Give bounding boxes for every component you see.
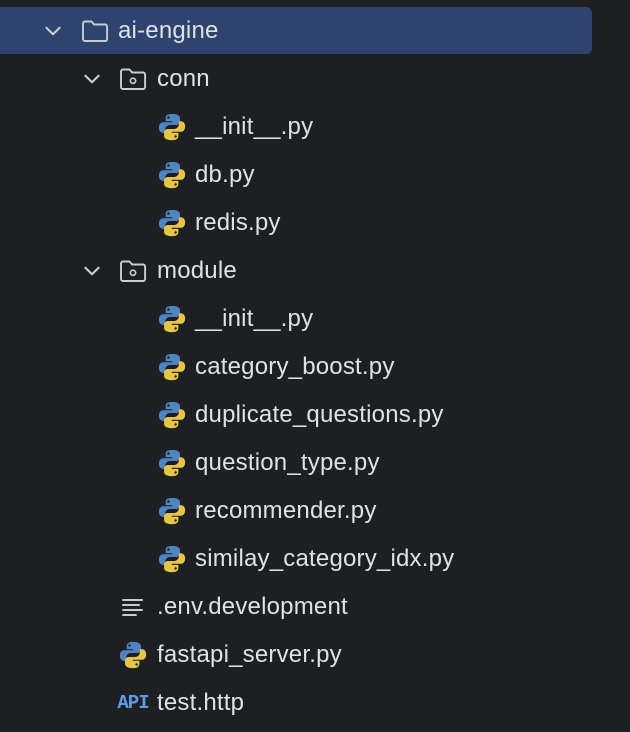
python-file-icon — [157, 448, 187, 478]
python-file-icon — [157, 160, 187, 190]
tree-row-label: .env.development — [157, 593, 348, 620]
tree-row-similay-category-idx[interactable]: similay_category_idx.py — [0, 535, 630, 583]
tree-row-label: category_boost.py — [195, 353, 395, 380]
tree-row-label: ai-engine — [118, 17, 219, 44]
python-file-icon — [157, 304, 187, 334]
tree-row-conn[interactable]: conn — [0, 55, 630, 103]
tree-row-label: fastapi_server.py — [157, 641, 342, 668]
tree-row-label: __init__.py — [195, 113, 314, 140]
tree-row-label: __init__.py — [195, 305, 314, 332]
python-file-icon — [157, 496, 187, 526]
tree-row-label: db.py — [195, 161, 255, 188]
python-file-icon — [157, 544, 187, 574]
tree-row-label: question_type.py — [195, 449, 380, 476]
folder-icon — [80, 16, 110, 46]
tree-row-question-type[interactable]: question_type.py — [0, 439, 630, 487]
python-file-icon — [157, 208, 187, 238]
tree-row-test-http[interactable]: API test.http — [0, 679, 630, 727]
tree-row-env-development[interactable]: .env.development — [0, 583, 630, 631]
tree-row-module[interactable]: module — [0, 247, 630, 295]
tree-row-recommender[interactable]: recommender.py — [0, 487, 630, 535]
chevron-down-icon[interactable] — [42, 20, 64, 42]
tree-row-module-init[interactable]: __init__.py — [0, 295, 630, 343]
tree-row-label: module — [157, 257, 237, 284]
tree-row-label: conn — [157, 65, 210, 92]
tree-row-db[interactable]: db.py — [0, 151, 630, 199]
tree-row-category-boost[interactable]: category_boost.py — [0, 343, 630, 391]
tree-row-redis[interactable]: redis.py — [0, 199, 630, 247]
chevron-down-icon[interactable] — [81, 68, 103, 90]
tree-row-fastapi-server[interactable]: fastapi_server.py — [0, 631, 630, 679]
python-file-icon — [157, 112, 187, 142]
tree-row-duplicate-questions[interactable]: duplicate_questions.py — [0, 391, 630, 439]
tree-row-label: similay_category_idx.py — [195, 545, 455, 572]
python-file-icon — [157, 352, 187, 382]
tree-row-label: test.http — [157, 689, 245, 716]
chevron-down-icon[interactable] — [81, 260, 103, 282]
tree-row-conn-init[interactable]: __init__.py — [0, 103, 630, 151]
python-file-icon — [118, 640, 148, 670]
package-folder-icon — [118, 256, 148, 286]
package-folder-icon — [118, 64, 148, 94]
tree-row-ai-engine[interactable]: ai-engine — [0, 7, 630, 55]
python-file-icon — [157, 400, 187, 430]
tree-row-label: recommender.py — [195, 497, 377, 524]
api-file-icon: API — [117, 692, 149, 714]
tree-row-label: duplicate_questions.py — [195, 401, 444, 428]
tree-row-label: redis.py — [195, 209, 281, 236]
text-file-icon — [118, 592, 148, 622]
